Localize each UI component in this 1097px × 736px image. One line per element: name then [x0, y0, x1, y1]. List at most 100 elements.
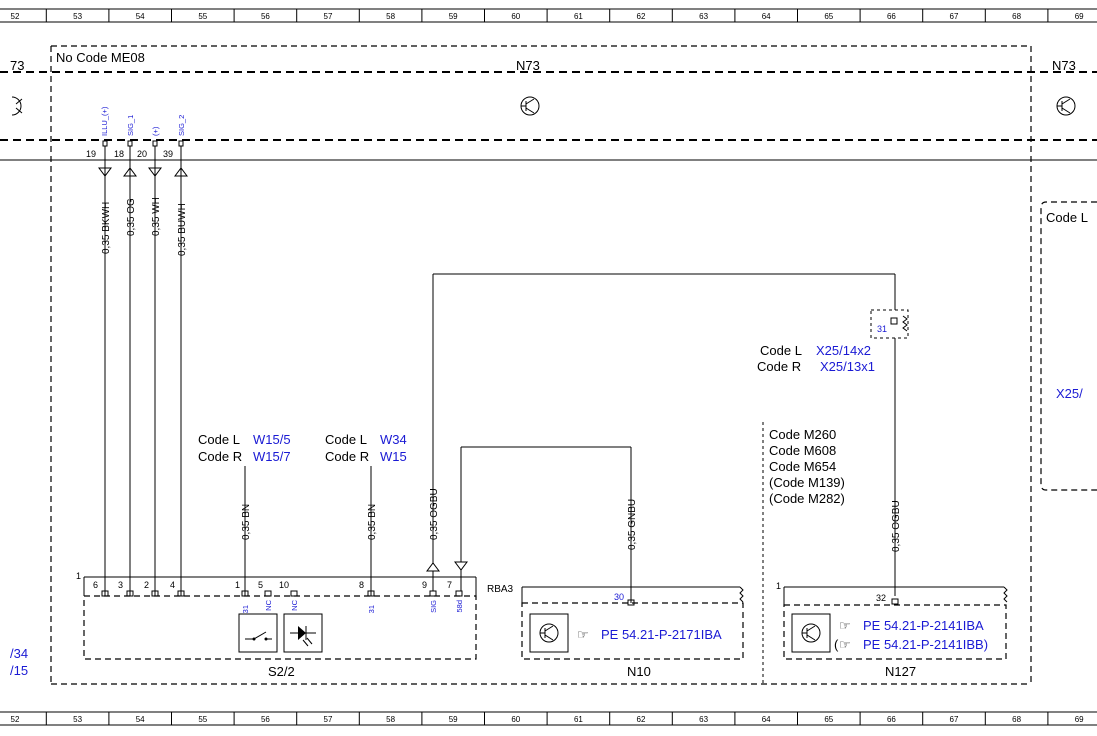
- n127-name: N127: [885, 664, 916, 679]
- ruler-column-label: 57: [324, 715, 333, 724]
- s22-signal: 31: [367, 605, 376, 613]
- w34-code-r: Code R: [325, 449, 369, 464]
- right-panel: Code L X25/: [1040, 201, 1097, 491]
- hand-pointer-icon: ☞: [839, 637, 851, 652]
- w34-ref-l-link[interactable]: W34: [380, 432, 407, 447]
- n73-left-label: 73: [10, 58, 24, 73]
- hand-pointer-icon: ☞: [577, 627, 589, 642]
- shield-wire: [432, 273, 896, 596]
- wire-label: 0,35 OGBU: [429, 488, 440, 540]
- ruler-column-label: 64: [762, 715, 771, 724]
- right-ref-link[interactable]: X25/: [1056, 386, 1083, 401]
- w15-code-l: Code L: [198, 432, 240, 447]
- n127-ref2-paren: (: [834, 637, 839, 652]
- ruler-column-label: 55: [198, 12, 207, 21]
- pin-20: (+) 20 0,35 WH: [137, 126, 162, 596]
- ruler-column-label: 56: [261, 12, 270, 21]
- ruler-column-label: 62: [637, 715, 646, 724]
- ruler-column-label: 59: [449, 715, 458, 724]
- wire-label: 0,35 BKWH: [101, 202, 112, 254]
- ruler-column-label: 61: [574, 12, 583, 21]
- s22-pin: 5: [258, 580, 263, 590]
- ruler-column-label: 65: [824, 12, 833, 21]
- ruler-column-label: 63: [699, 12, 708, 21]
- code-item: Code M654: [769, 459, 836, 474]
- ruler-column-label: 62: [637, 12, 646, 21]
- left-ref-link[interactable]: /34: [10, 646, 28, 661]
- s22-signal: 31: [241, 605, 250, 613]
- pin-18: SIG_1 18 0,35 OG: [114, 115, 137, 596]
- ruler-column-label: 66: [887, 715, 896, 724]
- w15-ref-l-link[interactable]: W15/5: [253, 432, 291, 447]
- no-code-label: No Code ME08: [56, 50, 145, 65]
- n127-ref1-link[interactable]: PE 54.21-P-2141IBA: [863, 618, 984, 633]
- n73-center-label: N73: [516, 58, 540, 73]
- n127-pin: 32: [876, 593, 886, 603]
- control-unit-icon: [791, 613, 831, 653]
- wire-label: 0,35 OGBU: [891, 500, 902, 552]
- pin-number: 20: [137, 149, 147, 159]
- s22-pin: 4: [170, 580, 175, 590]
- ruler-column-label: 63: [699, 715, 708, 724]
- code-item: Code M260: [769, 427, 836, 442]
- ruler-column-label: 53: [73, 12, 82, 21]
- pin-39: SIG_2 39 0,35 BUWH: [163, 115, 188, 596]
- ruler-column-label: 54: [136, 715, 145, 724]
- w34-ref-r-link[interactable]: W15: [380, 449, 407, 464]
- n10-ref-link[interactable]: PE 54.21-P-2171IBA: [601, 627, 722, 642]
- s22-pin: 6: [93, 580, 98, 590]
- w15-code-r: Code R: [198, 449, 242, 464]
- x25-ref-l-link[interactable]: X25/14x2: [816, 343, 871, 358]
- ruler-column-label: 68: [1012, 12, 1021, 21]
- wire-label: 0,35 WH: [151, 197, 162, 236]
- n10-name: N10: [627, 664, 651, 679]
- ruler-column-label: 54: [136, 12, 145, 21]
- ruler-column-label: 69: [1075, 715, 1084, 724]
- ruler-column-label: 69: [1075, 12, 1084, 21]
- wire-label: 0,35 BN: [241, 504, 252, 540]
- wire-label: 0,35 GNBU: [627, 499, 638, 550]
- pin-number: 39: [163, 149, 173, 159]
- s22-pin: 1: [235, 580, 240, 590]
- s22-pin: 2: [144, 580, 149, 590]
- x25-code-r: Code R: [757, 359, 801, 374]
- s22-pin: 10: [279, 580, 289, 590]
- s22-signal: NC: [290, 599, 299, 610]
- ruler-column-label: 61: [574, 715, 583, 724]
- control-unit-icon: [1056, 96, 1076, 116]
- w34-code-l: Code L: [325, 432, 367, 447]
- n73-right-label: N73: [1052, 58, 1076, 73]
- n10-pin: 30: [614, 592, 624, 602]
- w15-ref-r-link[interactable]: W15/7: [253, 449, 291, 464]
- wire-label: 0,35 OG: [126, 198, 137, 236]
- ruler-column-label: 60: [511, 12, 520, 21]
- ruler-column-label: 68: [1012, 715, 1021, 724]
- dimming-wire: [460, 446, 632, 603]
- ruler-column-label: 67: [950, 715, 959, 724]
- wire-label: 0,35 BUWH: [177, 203, 188, 256]
- pin-signal: SIG_1: [126, 115, 135, 136]
- switch-icon: [238, 613, 278, 653]
- codes-list: Code M260 Code M608 Code M654 (Code M139…: [769, 427, 845, 506]
- x25-code-l: Code L: [760, 343, 802, 358]
- left-ref-link[interactable]: /15: [10, 663, 28, 678]
- s22-pin: 7: [447, 580, 452, 590]
- x25-ref-r-link[interactable]: X25/13x1: [820, 359, 875, 374]
- n127-ref2-link[interactable]: PE 54.21-P-2141IBB): [863, 637, 988, 652]
- s22-component: 1 6 3 2 4 1 5 10 8 9 7 31 NC NC 31 SIG 5…: [76, 561, 477, 679]
- ruler-column-label: 64: [762, 12, 771, 21]
- hand-pointer-icon: ☞: [839, 618, 851, 633]
- s22-signal: NC: [264, 599, 273, 610]
- x25-pin: 31: [877, 324, 887, 334]
- pin-signal: (+): [151, 126, 160, 136]
- code-item: (Code M282): [769, 491, 845, 506]
- n10-component: 30 ☞ PE 54.21-P-2171IBA N10: [521, 586, 744, 679]
- ruler-column-label: 60: [511, 715, 520, 724]
- n73-connector: ILLU_(+) 19 0,35 BKWH SIG_1 18 0,35 OG (…: [86, 106, 188, 596]
- s22-pin: 3: [118, 580, 123, 590]
- s22-name: S2/2: [268, 664, 295, 679]
- main-frame: [0, 45, 1097, 685]
- pin-number: 19: [86, 149, 96, 159]
